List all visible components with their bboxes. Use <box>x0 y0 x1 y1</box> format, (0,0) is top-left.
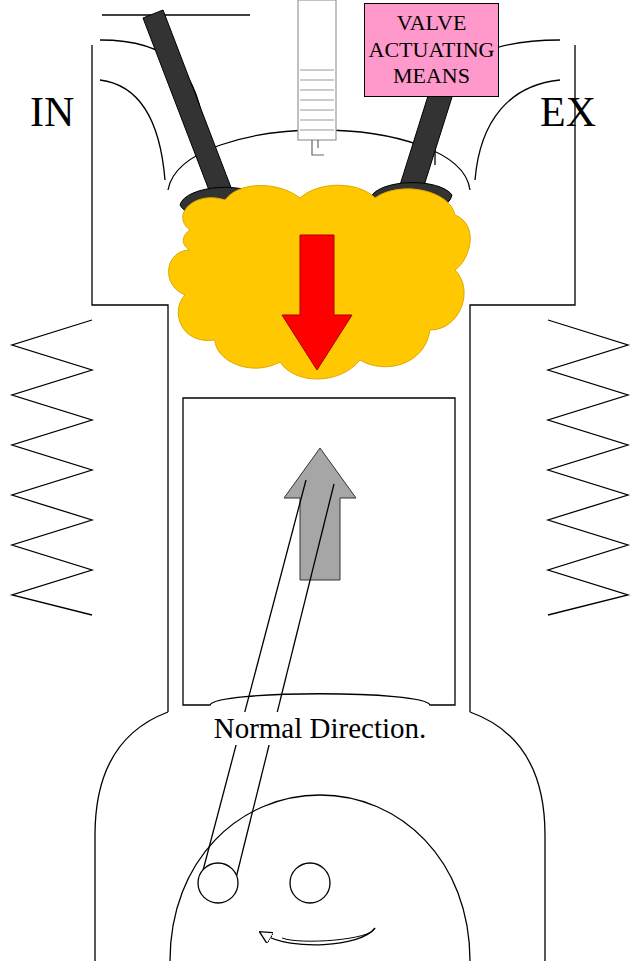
piston <box>183 398 455 705</box>
force-arrow <box>282 235 352 370</box>
spark-plug <box>298 0 336 155</box>
port-label: EX <box>540 88 596 136</box>
rotation-label: Normal Direction. <box>211 712 430 745</box>
crankcase <box>95 712 168 961</box>
cooling-fins <box>548 320 628 615</box>
port-label: IN <box>30 88 74 136</box>
cylinder-wall <box>92 45 168 712</box>
cooling-fins <box>12 320 92 615</box>
box-label: VALVE ACTUATING MEANS <box>368 10 495 89</box>
piston-motion-arrow <box>284 448 356 580</box>
head-line <box>102 14 250 15</box>
crankshaft <box>290 863 330 903</box>
connecting-rod <box>201 480 334 882</box>
combustion-flame <box>169 185 471 379</box>
crankcase <box>470 712 545 961</box>
crank-pin <box>198 863 238 903</box>
intake-port <box>100 80 165 180</box>
rotation-arrow <box>282 928 375 941</box>
crank-web <box>170 795 470 961</box>
process-box: VALVE ACTUATING MEANS <box>364 3 499 97</box>
rotation-arrow <box>265 928 375 945</box>
